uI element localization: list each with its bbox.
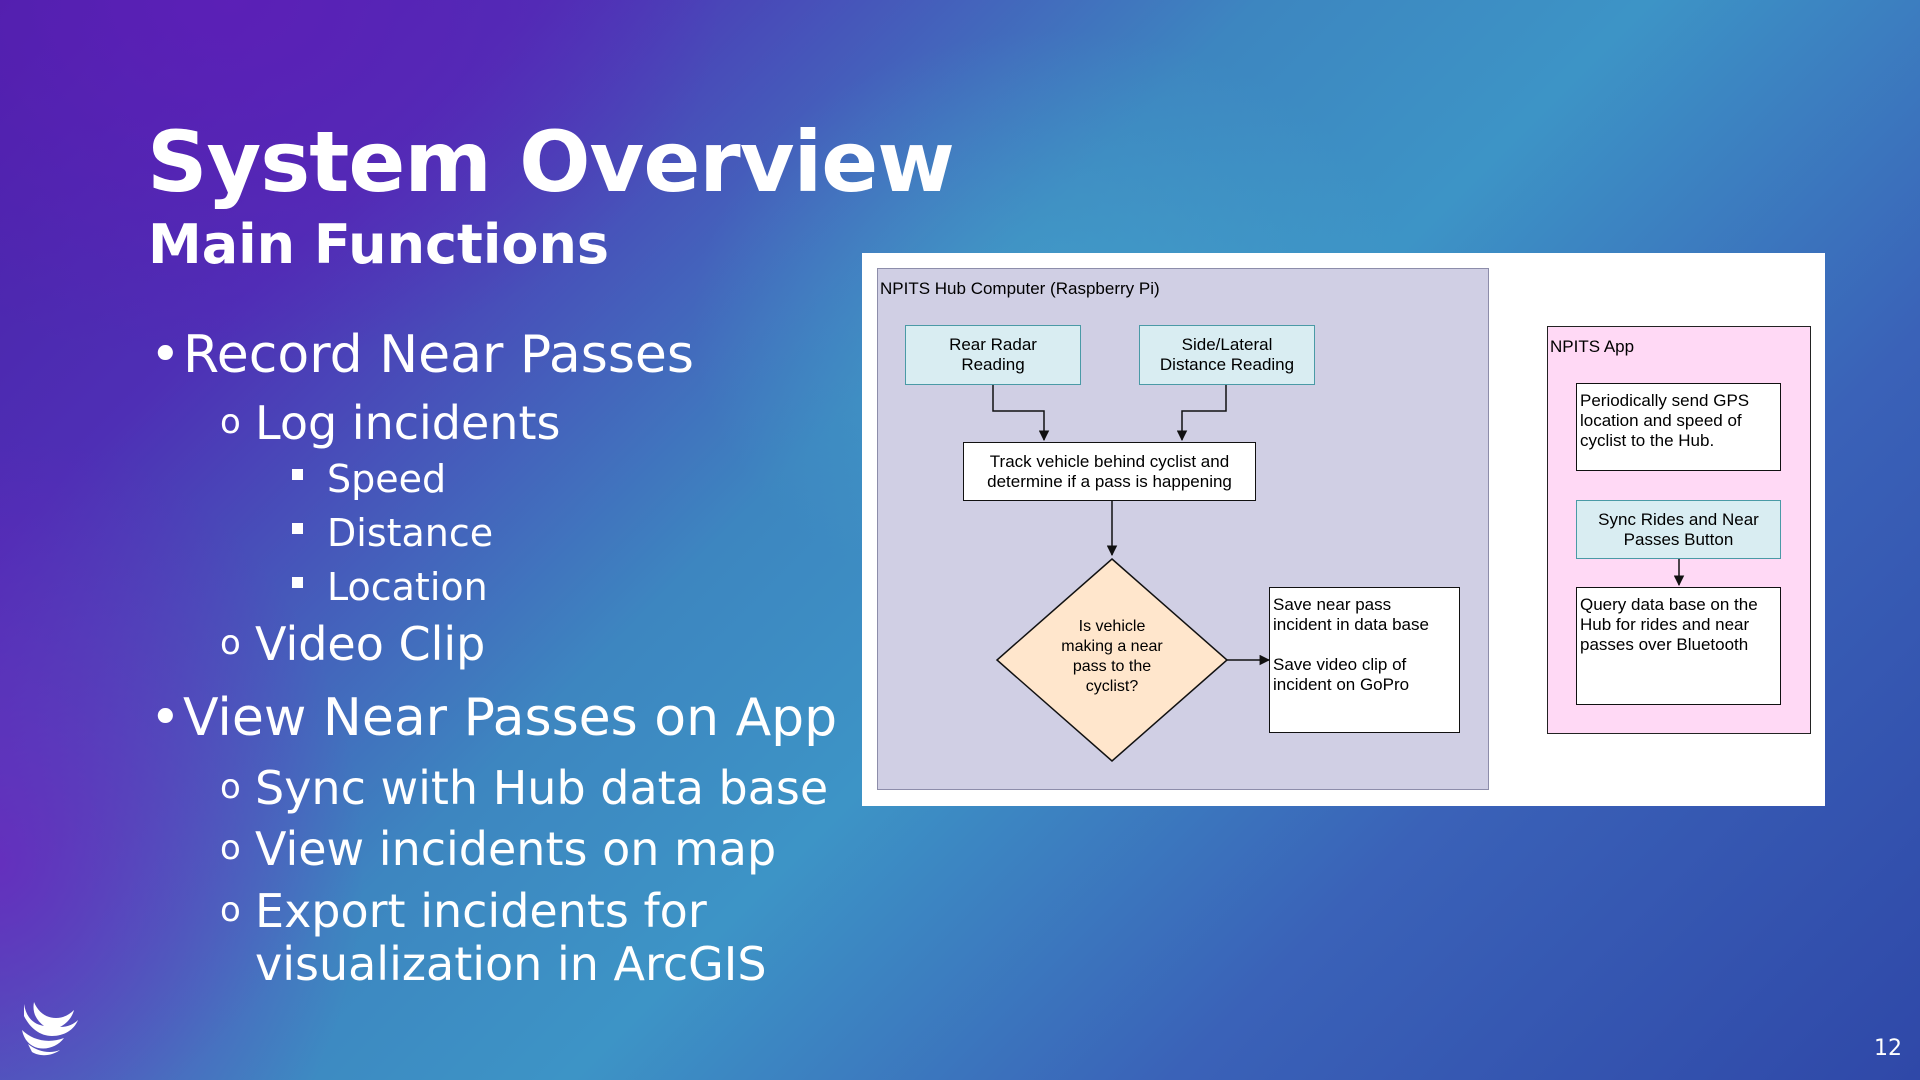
slide-title: System Overview xyxy=(147,113,955,211)
box-line: Save video clip of xyxy=(1273,655,1407,674)
rear-radar-box: Rear Radar Reading xyxy=(905,325,1081,385)
bullet-text: Export incidents for xyxy=(255,884,707,938)
bullet-marker: o xyxy=(220,828,241,868)
bullet-text: Video Clip xyxy=(255,617,486,671)
box-line: Distance Reading xyxy=(1159,355,1295,374)
bullet-square-marker xyxy=(292,469,303,480)
box-line-spacer xyxy=(1273,635,1429,655)
box-line: Periodically send GPS xyxy=(1580,391,1750,410)
bullet-text: Sync with Hub data base xyxy=(255,761,829,815)
box-line: Passes Button xyxy=(1623,529,1734,549)
app-region-title: NPITS App xyxy=(1550,337,1635,356)
decision-line: making a near xyxy=(1061,638,1163,655)
bullet-text: View incidents on map xyxy=(255,822,777,876)
box-line: Sync Rides and Near xyxy=(1598,509,1759,529)
hub-region-title: NPITS Hub Computer (Raspberry Pi) xyxy=(880,279,1160,298)
connector-side-to-track xyxy=(1176,385,1227,442)
box-line: incident on GoPro xyxy=(1273,675,1410,694)
bullet-square-marker xyxy=(292,577,303,588)
system-diagram: NPITS Hub Computer (Raspberry Pi) NPITS … xyxy=(862,253,1825,806)
sync-rides-button-box: Sync Rides and Near Passes Button xyxy=(1576,500,1781,559)
bullet-marker: o xyxy=(220,767,241,807)
decision-line: pass to the xyxy=(1072,658,1152,675)
bullet-marker: o xyxy=(220,890,241,930)
bullet-text: Log incidents xyxy=(255,396,561,450)
decision-line: Is vehicle xyxy=(1078,618,1146,635)
bullet-text: View Near Passes on App xyxy=(183,688,838,748)
box-line: Reading xyxy=(961,355,1025,374)
bullet-text: Location xyxy=(327,565,488,609)
bullet-marker: o xyxy=(220,623,241,663)
side-distance-box: Side/Lateral Distance Reading xyxy=(1139,325,1315,385)
bird-logo-icon xyxy=(18,996,80,1062)
diagram-connectors xyxy=(992,385,1685,762)
page-number: 12 xyxy=(1874,1036,1902,1061)
box-line: determine if a pass is happening xyxy=(987,471,1232,491)
bullet-text: visualization in ArcGIS xyxy=(255,937,767,991)
connector-radar-to-track xyxy=(992,385,1050,442)
query-database-box: Query data base on the Hub for rides and… xyxy=(1576,587,1781,705)
box-line: passes over Bluetooth xyxy=(1580,635,1749,654)
bullet-marker: • xyxy=(150,688,181,748)
decision-line: cyclist? xyxy=(1085,678,1139,695)
bullet-marker: o xyxy=(220,402,241,442)
track-vehicle-box: Track vehicle behind cyclist and determi… xyxy=(963,442,1256,501)
bullet-text: Speed xyxy=(327,457,447,501)
save-incident-box: Save near pass incident in data base Sav… xyxy=(1269,587,1460,733)
gps-send-box: Periodically send GPS location and speed… xyxy=(1576,383,1781,471)
bullet-square-marker xyxy=(292,523,303,534)
bullet-text: Distance xyxy=(327,511,494,555)
box-line: Side/Lateral xyxy=(1181,335,1273,354)
box-line: incident in data base xyxy=(1273,615,1429,634)
decision-label: Is vehicle making a near pass to the cyc… xyxy=(1052,617,1172,697)
box-line: Track vehicle behind cyclist and xyxy=(989,451,1230,471)
box-line: location and speed of xyxy=(1580,411,1742,430)
box-line: Rear Radar xyxy=(949,335,1037,354)
box-line: cyclist to the Hub. xyxy=(1580,431,1715,450)
box-line: Query data base on the xyxy=(1580,595,1758,614)
box-line: Save near pass xyxy=(1273,595,1392,614)
decision-diamond xyxy=(995,558,1229,762)
slide-subtitle: Main Functions xyxy=(148,213,610,276)
box-line: Hub for rides and near xyxy=(1580,615,1750,634)
bullet-text: Record Near Passes xyxy=(183,325,695,385)
bullet-marker: • xyxy=(150,325,181,385)
